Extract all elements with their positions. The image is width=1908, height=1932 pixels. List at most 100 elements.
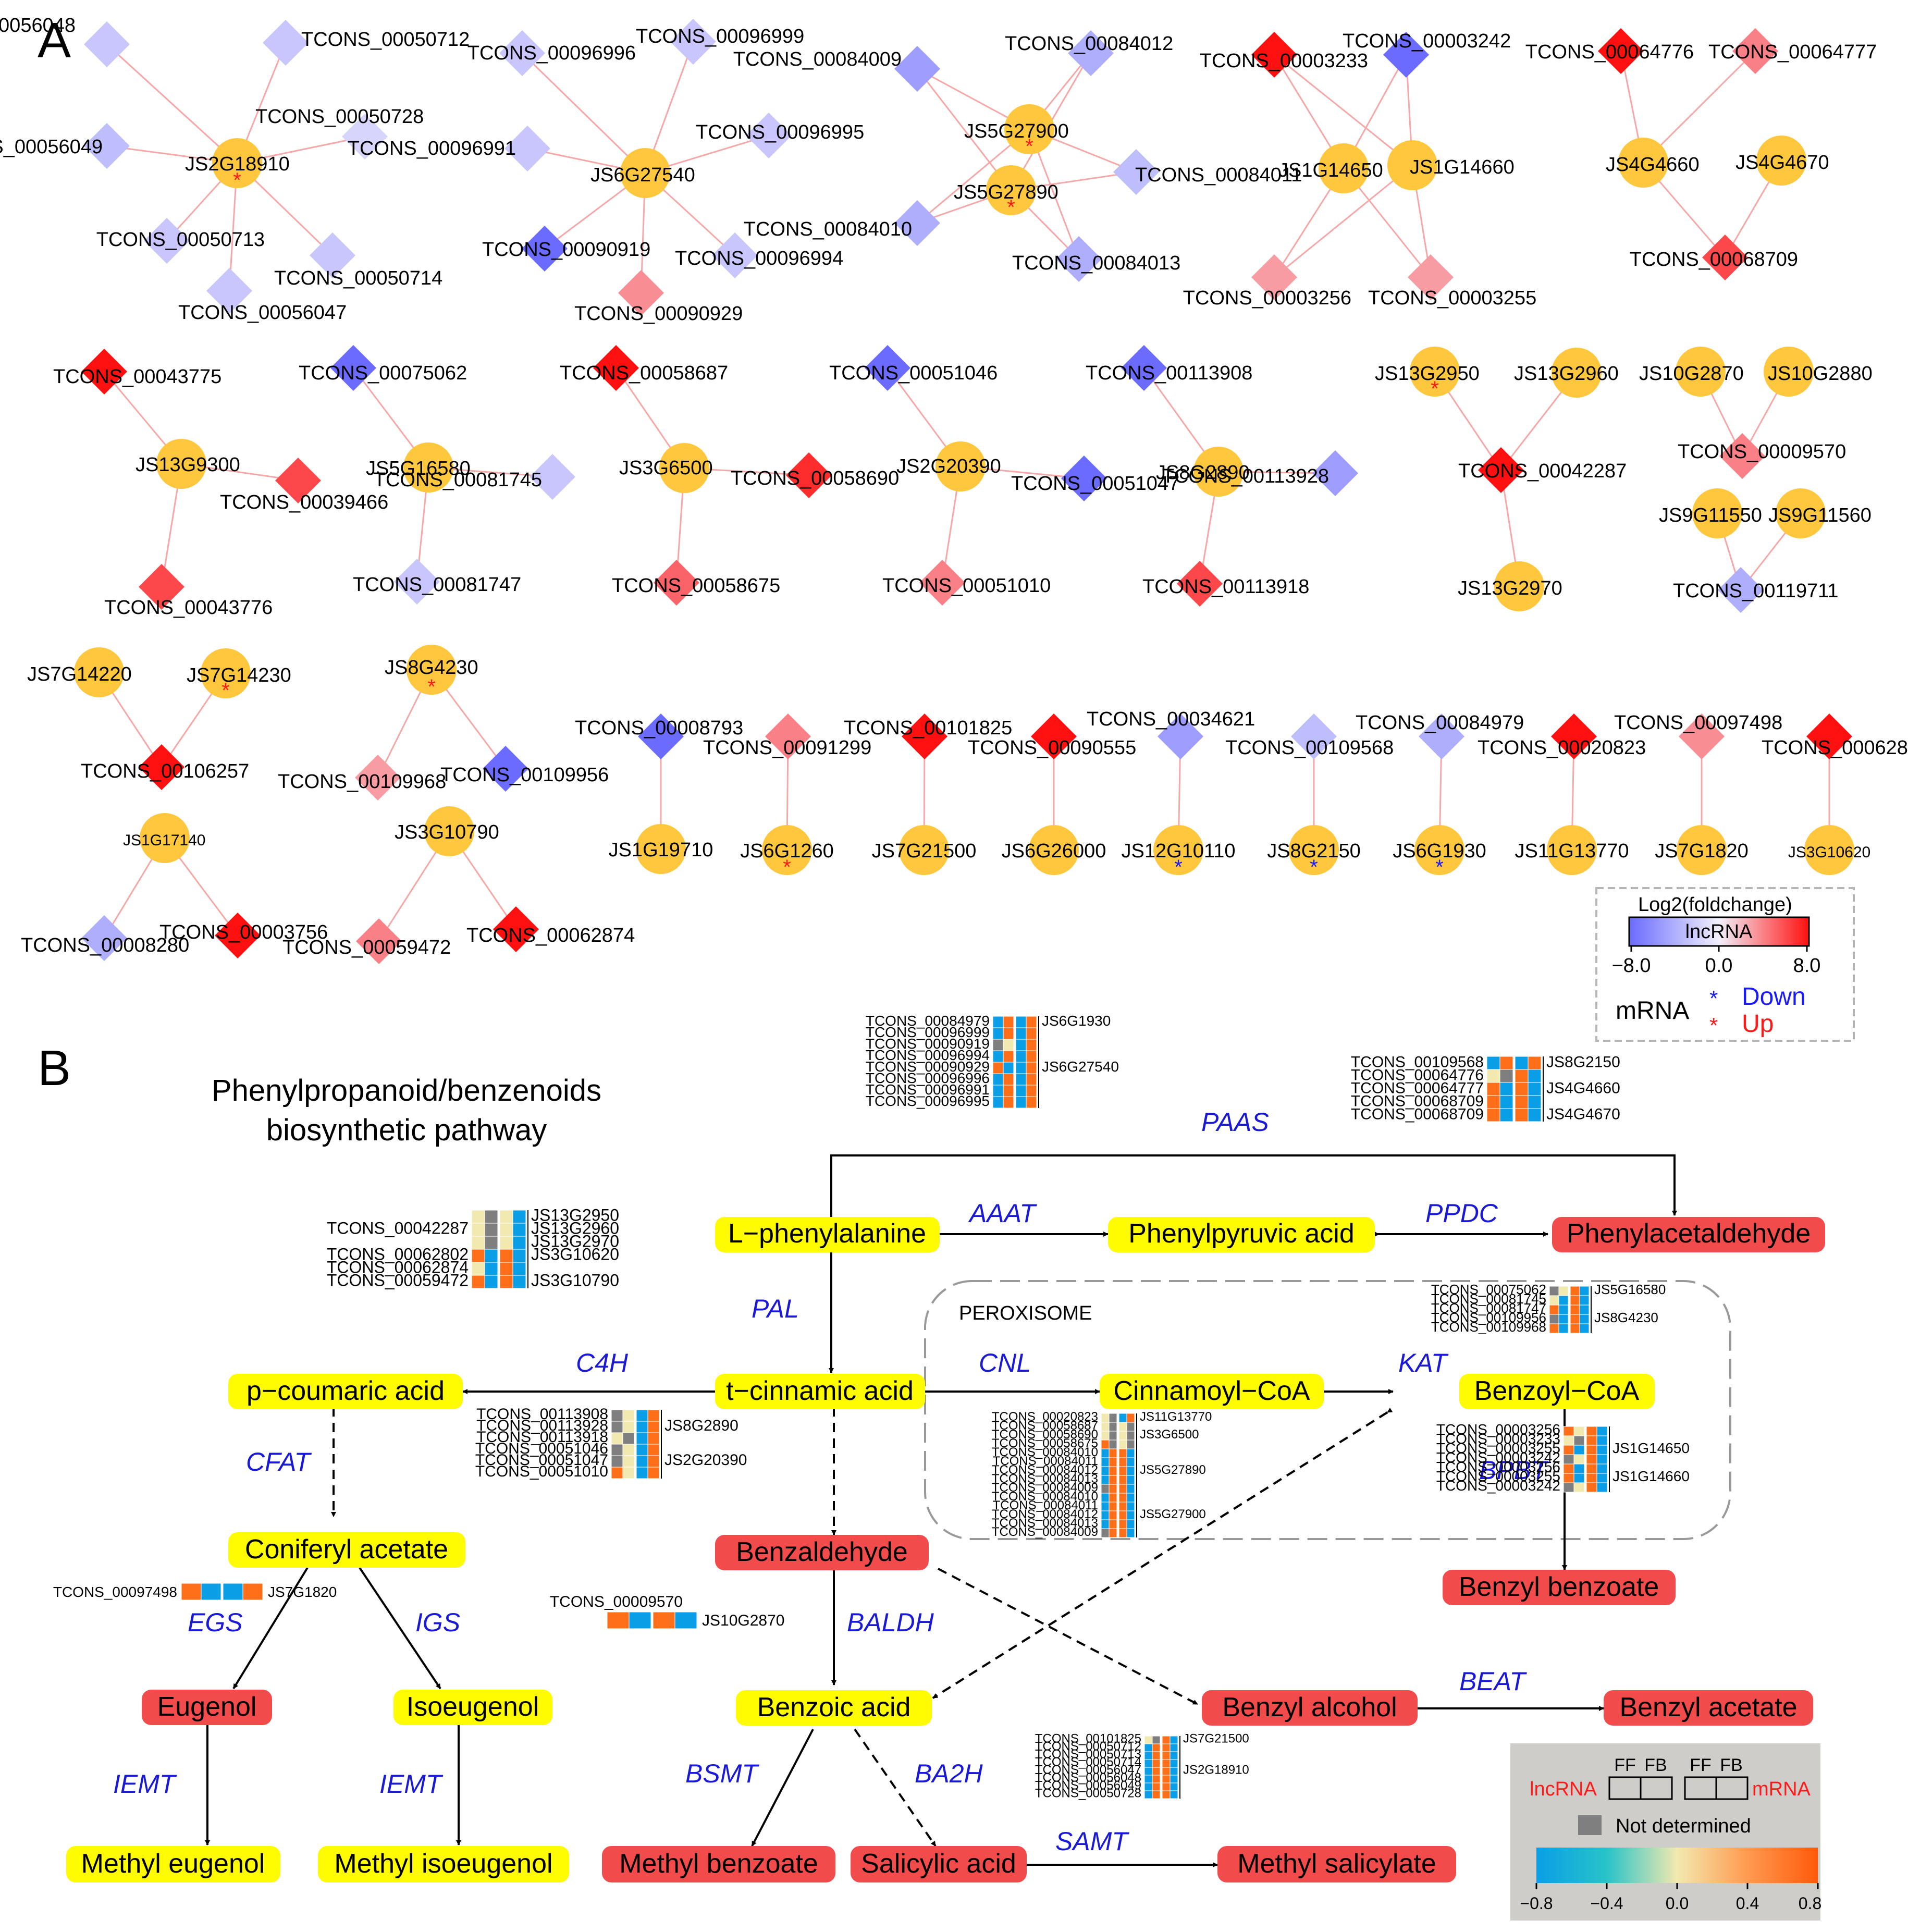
lncrna-diamond	[1478, 447, 1524, 493]
heatmap-cell	[1126, 1448, 1135, 1458]
heatmap-gene-label: JS4G4660	[1546, 1080, 1620, 1097]
heatmap-lncrna-label: TCONS_00096996	[866, 1070, 990, 1086]
heatmap-cell	[636, 1409, 648, 1422]
mrna-node: JS3G10790	[395, 806, 499, 856]
compound-benzoyl-coa: Benzoyl−CoA	[1474, 1376, 1640, 1406]
heatmap-cell	[1118, 1510, 1127, 1520]
lncrna-diamond	[504, 126, 550, 171]
heatmap-cell	[1126, 1422, 1135, 1432]
heatmap-lncrna-label: TCONS_00056049	[1035, 1778, 1141, 1792]
node-label: JS6G27540	[590, 164, 695, 186]
heatmap-gene-label: JS7G1820	[268, 1584, 337, 1600]
heatmap-cell	[674, 1611, 697, 1629]
heatmap-cell	[181, 1583, 202, 1601]
heatmap-cell	[471, 1236, 485, 1250]
lncrna-node: TCONS_00096994	[675, 232, 843, 278]
heatmap-cell	[1570, 1295, 1580, 1306]
node-label: JS5G16580	[366, 458, 471, 479]
heatmap-cell	[1015, 1073, 1027, 1086]
mrna-node: JS8G2150*	[1267, 825, 1361, 879]
node-label: JS2G20390	[896, 456, 1001, 477]
enzyme-baldh: BALDH	[847, 1608, 934, 1637]
heatmap-cell	[512, 1210, 526, 1224]
gene-circle	[201, 648, 251, 698]
heatmap-cell	[1586, 1445, 1597, 1455]
node-label: TCONS_00084979	[1356, 712, 1524, 734]
gene-circle	[1029, 825, 1079, 875]
heatmap-cell	[1162, 1782, 1171, 1791]
enzyme-igs: IGS	[415, 1608, 460, 1637]
mrna-node: JS2G18910*	[185, 138, 290, 192]
heatmap-cell	[1515, 1108, 1529, 1122]
node-label: TCONS_00096994	[675, 248, 843, 269]
enzyme-bsmt: BSMT	[685, 1759, 759, 1788]
compound-coniferyl-acetate: Coniferyl acetate	[245, 1534, 448, 1565]
significance-star: *	[1431, 377, 1439, 400]
compound-box-isoeugenol	[393, 1690, 552, 1725]
heatmap-cell	[1570, 1314, 1580, 1324]
node-label: JS6G1260	[740, 840, 834, 862]
lncrna-node: TCONS_00081745	[374, 454, 575, 500]
expr-tick-3: 0.0	[1666, 1894, 1689, 1913]
compound-methyl-salicylate: Methyl salicylate	[1237, 1849, 1436, 1879]
compound-box-t-cinnamic-acid	[715, 1374, 925, 1409]
heatmap-cell	[1486, 1056, 1500, 1070]
lncrna-diamond	[1121, 345, 1167, 391]
heatmap-cell	[992, 1096, 1004, 1109]
heatmap-cell	[1015, 1085, 1027, 1097]
lncrna-diamond	[139, 564, 184, 610]
node-label: TCONS_00084010	[744, 218, 912, 240]
heatmap-cell	[1558, 1295, 1569, 1306]
heatmap-lncrna-label: TCONS_00020823	[992, 1410, 1098, 1424]
heatmap-cell	[1003, 1073, 1014, 1086]
heatmap-lncrna-label: TCONS_00101825	[1035, 1731, 1141, 1745]
gene-circle	[1618, 138, 1668, 188]
heatmap-cell	[1144, 1790, 1153, 1799]
lncrna-diamond	[263, 20, 309, 66]
heatmap-cell	[1101, 1431, 1110, 1441]
heatmap-lncrna-label: TCONS_00096995	[866, 1093, 990, 1109]
heatmap-lncrna-label: TCONS_00050713	[1035, 1747, 1141, 1761]
compound-isoeugenol: Isoeugenol	[407, 1692, 539, 1722]
heatmap-gene-label: JS8G2150	[1546, 1054, 1620, 1071]
peroxisome-region	[924, 1280, 1731, 1540]
lncrna-node: TCONS_00039466	[220, 458, 388, 513]
enzyme-ppdc: PPDC	[1425, 1199, 1498, 1228]
node-label: TCONS_00090555	[968, 737, 1136, 759]
mrna-node: JS11G13770	[1515, 825, 1629, 875]
gene-circle	[1692, 488, 1742, 538]
heatmap-cell	[1549, 1295, 1559, 1306]
heatmap-cell	[1152, 1767, 1161, 1776]
gene-circle	[1677, 825, 1727, 875]
node-label: TCONS_00058675	[612, 575, 780, 597]
heatmap-lncrna-label: TCONS_00050728	[1035, 1786, 1141, 1800]
node-label: JS3G6500	[619, 457, 713, 479]
heatmap-cell	[1170, 1736, 1178, 1744]
heatmap-cell	[1563, 1445, 1574, 1455]
network-edge	[916, 68, 1012, 191]
node-label: TCONS_00051047	[1011, 473, 1179, 495]
heatmap-lncrna-label: TCONS_00084010	[992, 1490, 1098, 1504]
lncrna-node: TCONS_00050714	[274, 232, 442, 289]
compound-box-l-phenylalanine	[715, 1217, 940, 1252]
heatmap-cell	[1118, 1457, 1127, 1467]
network-edge	[1274, 54, 1413, 166]
lncrna-node: TCONS_00050728	[255, 106, 424, 159]
network-edge	[1642, 50, 1756, 164]
heatmap-lncrna-label: TCONS_00051046	[475, 1440, 608, 1457]
node-label: TCONS_00113908	[1086, 362, 1252, 384]
heatmap-cell	[1170, 1743, 1178, 1752]
peroxisome-label: PEROXISOME	[959, 1302, 1092, 1324]
heatmap-cell	[471, 1210, 485, 1224]
heatmap-cell	[1563, 1435, 1574, 1446]
heatmap-cell	[1144, 1743, 1153, 1752]
heatmap-lncrna-label: TCONS_00084013	[992, 1472, 1098, 1486]
heatmap-lncrna-label: TCONS_00051047	[475, 1451, 608, 1469]
legend-col-ff-2: FF	[1690, 1755, 1712, 1775]
node-label: JS2G18910	[185, 153, 290, 175]
node-label: TCONS_00119711	[1673, 580, 1839, 602]
enzyme-ba2h: BA2H	[915, 1759, 983, 1788]
heatmap-cell	[653, 1611, 675, 1629]
lncrna-diamond	[355, 755, 401, 801]
heatmap-cell	[1118, 1431, 1127, 1441]
